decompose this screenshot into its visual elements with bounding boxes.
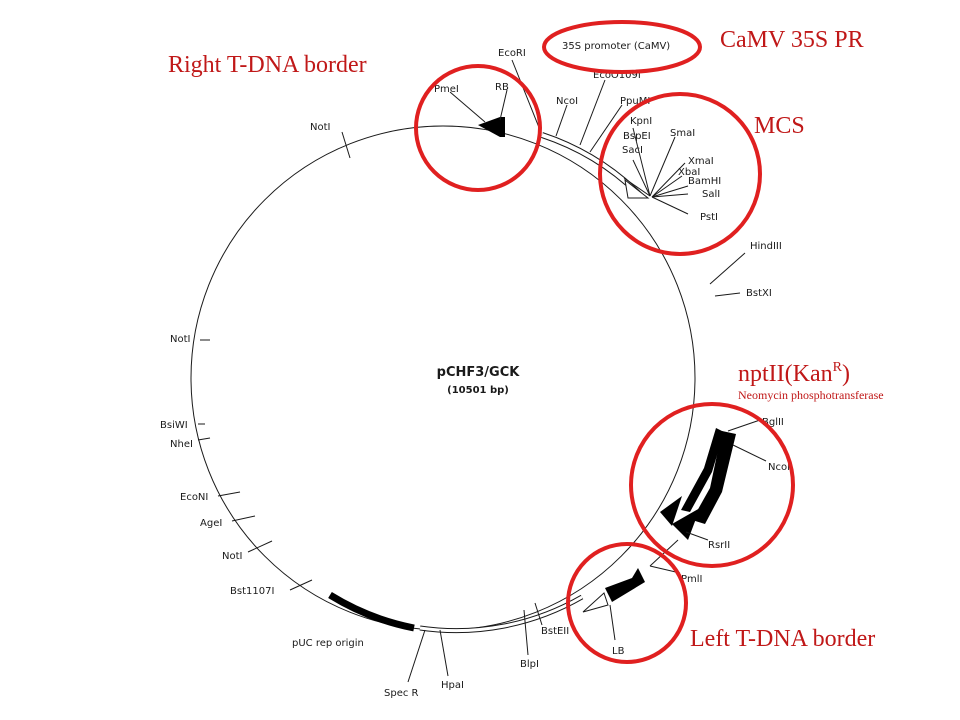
callout-nptii: nptII(KanR)	[738, 360, 850, 387]
site-econi: EcoNI	[180, 492, 208, 503]
site-noti-lower: NotI	[222, 551, 242, 562]
nptii-thin-arrow	[681, 428, 724, 512]
puc-origin-band	[328, 592, 415, 632]
callout-mcs: MCS	[754, 113, 805, 139]
callout-camv: CaMV 35S PR	[720, 27, 864, 53]
promoter-arrowhead	[624, 178, 650, 199]
site-blpi: BlpI	[520, 659, 539, 670]
plasmid-size: (10501 bp)	[447, 385, 509, 396]
site-lb: LB	[612, 646, 625, 657]
site-rb: RB	[495, 82, 509, 93]
highlight-promoter-ring	[542, 20, 702, 74]
right-border-arrow	[478, 117, 505, 137]
callout-nptii-desc: Neomycin phosphotransferase	[738, 388, 884, 402]
site-psti: PstI	[700, 212, 718, 223]
plasmid-name: pCHF3/GCK	[437, 365, 521, 380]
site-ticks	[197, 59, 767, 683]
site-bsiwi: BsiWI	[160, 420, 188, 431]
site-hindiii: HindIII	[750, 241, 782, 252]
callout-right-border: Right T-DNA border	[168, 52, 367, 78]
nptii-connector	[649, 539, 679, 567]
nptii-thick-arrow	[692, 431, 736, 524]
site-labels: EcoRI PmeI RB NcoI EcoO109I PpuMI KpnI B…	[160, 48, 790, 699]
site-ecoo109i: EcoO109I	[593, 70, 641, 81]
highlight-mcs-ring	[598, 92, 762, 256]
site-xmai: XmaI	[688, 156, 714, 167]
site-smai: SmaI	[670, 128, 695, 139]
site-rsrii: RsrII	[708, 540, 730, 551]
site-bsteii: BstEII	[541, 626, 569, 637]
promoter-label: 35S promoter (CaMV)	[562, 41, 670, 52]
site-noti-top: NotI	[310, 122, 330, 133]
site-bspei: BspEI	[623, 131, 651, 142]
site-noti-mid: NotI	[170, 334, 190, 345]
site-sali: SalI	[702, 189, 720, 200]
site-bglii: BglII	[762, 417, 784, 428]
site-pmel: PmeI	[434, 84, 459, 95]
site-hpai: HpaI	[441, 680, 464, 691]
site-xbai: XbaI	[678, 167, 700, 178]
lower-band-inner	[419, 595, 583, 633]
highlight-left-border-ring	[566, 542, 688, 664]
callout-left-border: Left T-DNA border	[690, 626, 875, 652]
site-ncoi-right: NcoI	[768, 462, 790, 473]
site-ecori: EcoRI	[498, 48, 526, 59]
site-agei: AgeI	[200, 518, 222, 529]
site-ppumi: PpuMI	[620, 96, 650, 107]
site-specr: Spec R	[384, 688, 419, 699]
site-ncoi-top: NcoI	[556, 96, 578, 107]
highlight-nptii-ring	[629, 402, 795, 568]
site-bamhi: BamHI	[688, 176, 721, 187]
site-kpni: KpnI	[630, 116, 652, 127]
nptii-thick-arrowhead	[672, 508, 700, 540]
site-pmli: PmlI	[681, 574, 703, 585]
left-border-arrow	[605, 568, 645, 602]
site-bst1107i: Bst1107I	[230, 586, 274, 597]
site-saci: SacI	[622, 145, 643, 156]
site-bstxi: BstXI	[746, 288, 772, 299]
nptii-thin-arrowhead	[660, 496, 682, 526]
left-border-open-arrow	[582, 592, 609, 613]
highlight-right-border-ring	[414, 64, 542, 192]
site-nhei: NheI	[170, 439, 193, 450]
site-puc: pUC rep origin	[292, 638, 364, 649]
